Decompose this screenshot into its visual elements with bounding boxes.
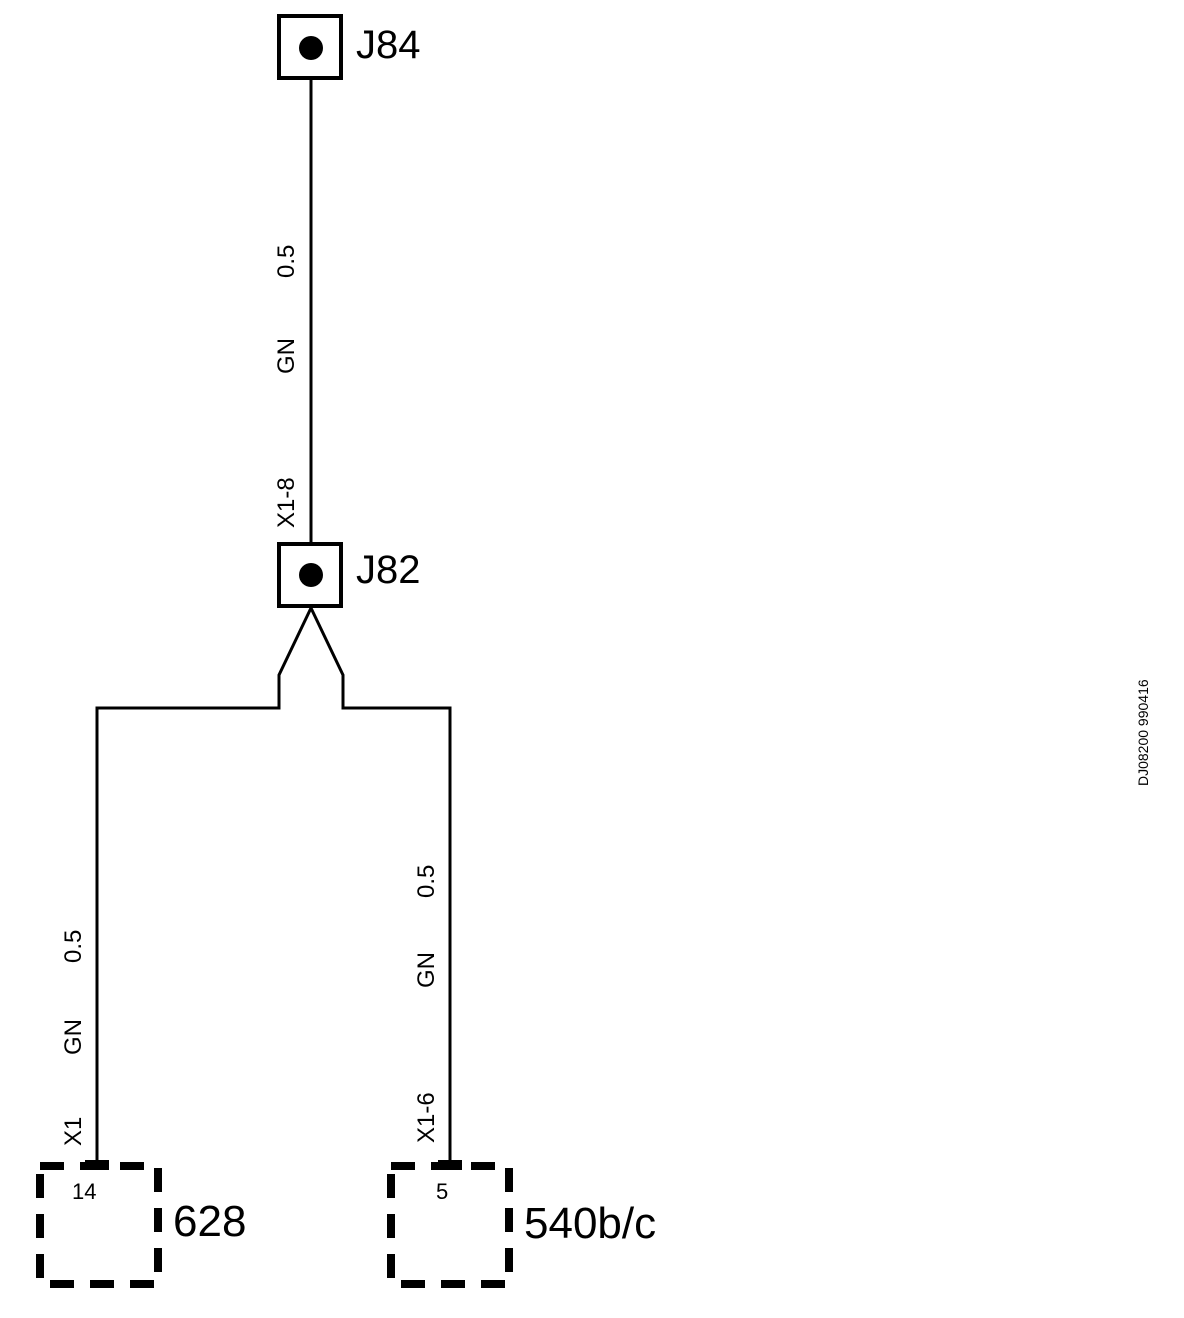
top-wire-color: GN — [273, 338, 300, 374]
left-wire-size: 0.5 — [60, 930, 87, 963]
component-628-pin-label: 14 — [72, 1179, 96, 1204]
junction-j82 — [277, 542, 343, 608]
wire-split-right — [309, 607, 452, 1166]
junction-j82-label: J82 — [356, 548, 421, 592]
junction-j84-box — [277, 14, 343, 80]
right-wire-connector: X1-6 — [413, 1092, 440, 1143]
junction-j82-dot — [299, 563, 323, 587]
left-wire-color: GN — [60, 1019, 87, 1055]
component-540bc-pin — [438, 1160, 462, 1170]
component-628-label: 628 — [173, 1197, 246, 1246]
right-wire-size: 0.5 — [413, 865, 440, 898]
left-wire-connector: X1 — [60, 1117, 87, 1146]
junction-j84-dot — [299, 36, 323, 60]
junction-j84-label: J84 — [356, 23, 421, 67]
wire-split-left — [95, 607, 313, 1166]
reference-code: DJ08200 990416 — [1135, 679, 1151, 786]
component-628: 14 — [36, 1160, 162, 1288]
component-628-pin — [85, 1160, 109, 1170]
top-wire-size: 0.5 — [273, 245, 300, 278]
component-540bc-box — [387, 1162, 513, 1288]
component-540bc: 5 — [387, 1160, 513, 1288]
component-628-box — [36, 1162, 162, 1288]
component-540bc-pin-label: 5 — [436, 1179, 448, 1204]
component-540bc-label: 540b/c — [524, 1199, 656, 1248]
right-wire-color: GN — [413, 952, 440, 988]
top-wire-connector: X1-8 — [273, 477, 300, 528]
junction-j84 — [277, 14, 343, 80]
